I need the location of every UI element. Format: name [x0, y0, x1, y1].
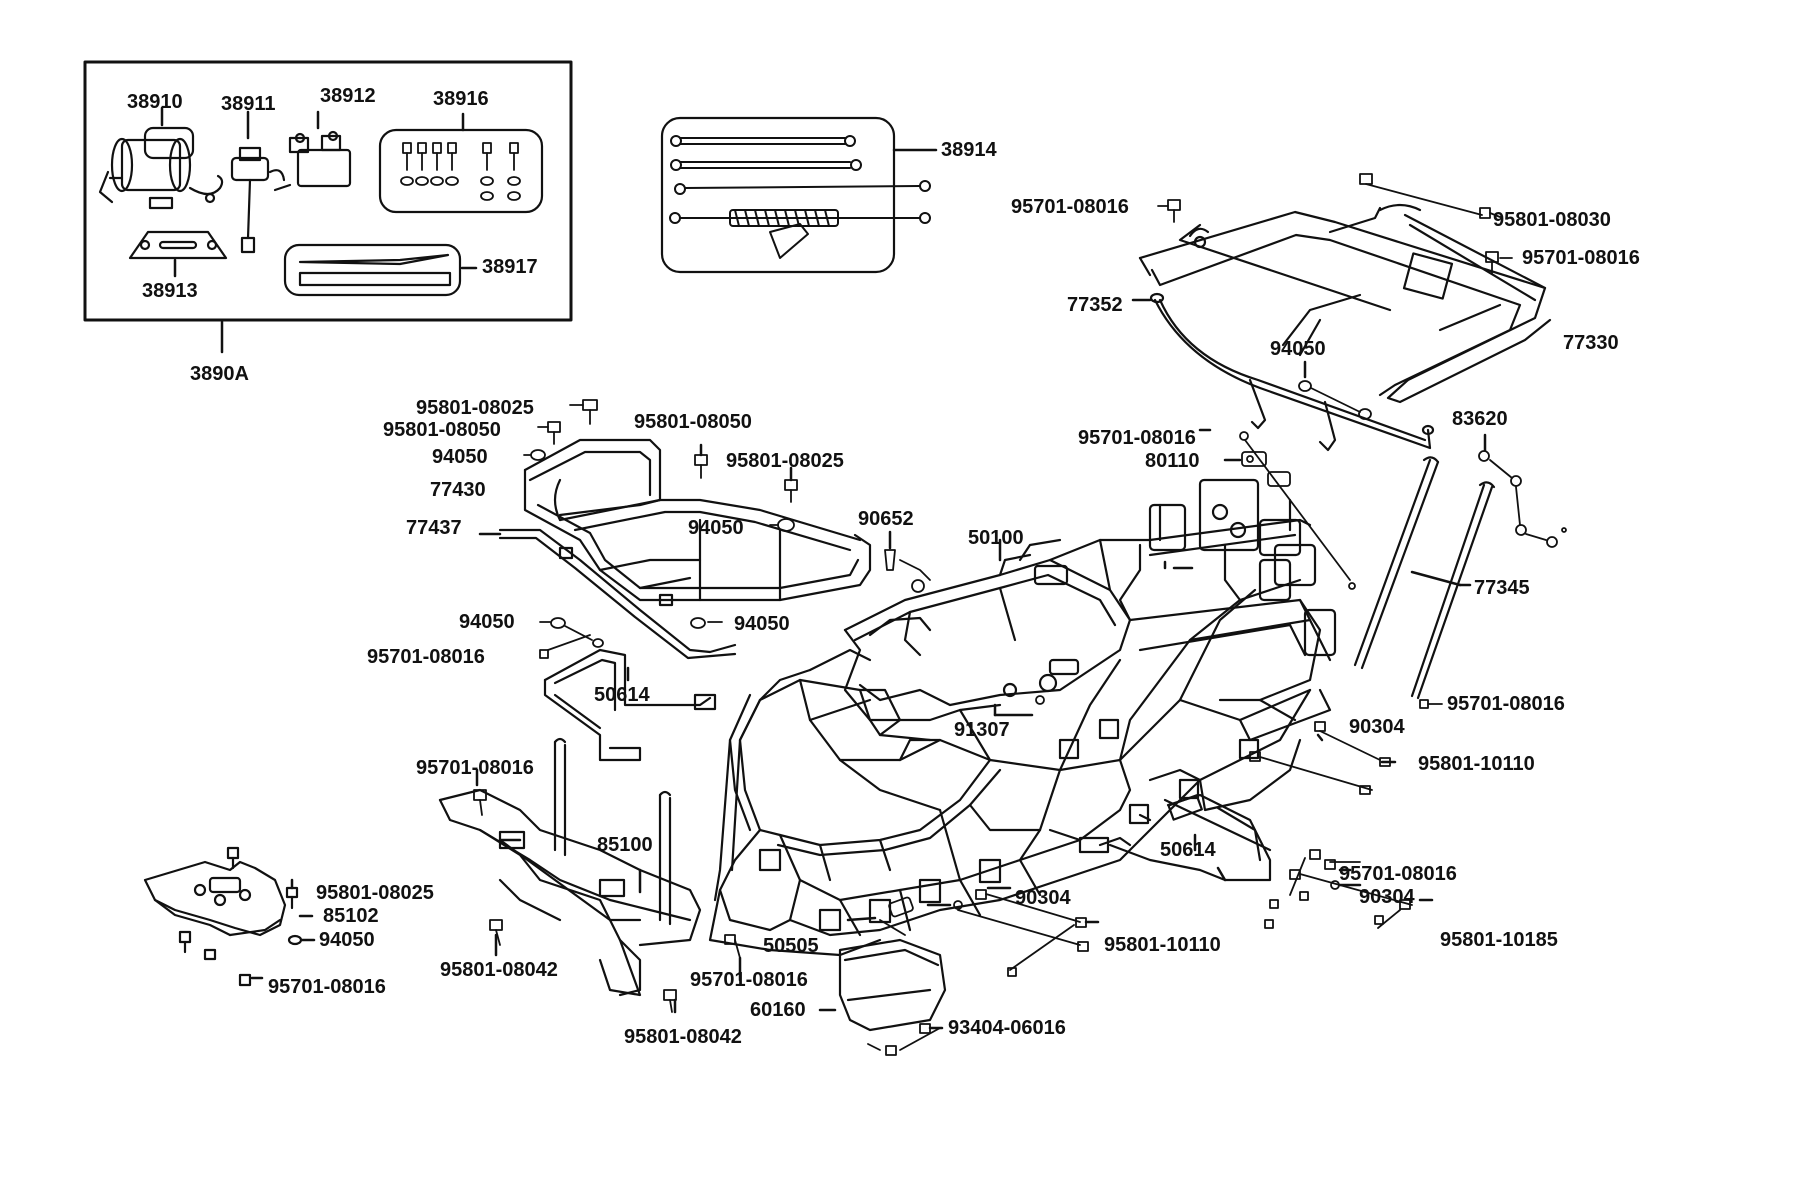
bolt-94050-front-pair — [539, 617, 723, 659]
part-label-95801-08025: 95801-08025 — [316, 882, 434, 904]
part-label-95701-08016: 95701-08016 — [268, 976, 386, 998]
plug-90652 — [884, 530, 931, 593]
part-label-38912: 38912 — [320, 85, 376, 107]
part-label-94050: 94050 — [459, 611, 515, 633]
front-rack-bolts — [523, 399, 798, 532]
rear-bolts — [1249, 721, 1434, 929]
winch-switch-drawing — [230, 110, 286, 254]
part-label-94050: 94050 — [1270, 338, 1326, 360]
part-label-80110: 80110 — [1145, 450, 1200, 472]
part-label-93404-06016: 93404-06016 — [948, 1017, 1066, 1039]
bolts-93404 — [867, 1023, 944, 1056]
part-label-95701-08016: 95701-08016 — [367, 646, 485, 668]
part-label-38917: 38917 — [482, 256, 538, 278]
kit-label-3890A: 3890A — [190, 363, 249, 385]
part-label-95801-10185: 95801-10185 — [1440, 929, 1558, 951]
label-leaders — [993, 428, 1212, 717]
part-label-95801-08050: 95801-08050 — [383, 419, 501, 441]
part-label-95701-08016: 95701-08016 — [1078, 427, 1196, 449]
front-bumper-85100 — [438, 737, 702, 997]
hardware-kit-drawing — [378, 112, 544, 214]
part-label-91307: 91307 — [954, 719, 1010, 741]
footrest-50614-front — [543, 648, 717, 762]
mud-guard-60160 — [818, 938, 947, 1032]
part-label-50100: 50100 — [968, 527, 1024, 549]
part-label-77430: 77430 — [430, 479, 486, 501]
front-rack-drawing — [523, 438, 872, 607]
grab-bars-77345 — [1353, 456, 1496, 700]
part-label-95701-08016: 95701-08016 — [1011, 196, 1129, 218]
part-label-77330: 77330 — [1563, 332, 1619, 354]
part-label-95801-10110: 95801-10110 — [1418, 753, 1535, 775]
main-frame-drawing — [708, 478, 1337, 957]
rear-rack-bolts — [1157, 173, 1513, 275]
rear-bar-77352 — [1131, 292, 1435, 452]
accessory-kit-box — [83, 60, 573, 354]
part-label-90304: 90304 — [1359, 886, 1415, 908]
part-label-50614: 50614 — [594, 684, 650, 706]
rear-rack-drawing — [1138, 203, 1552, 404]
part-label-85100: 85100 — [597, 834, 653, 856]
part-label-95801-08030: 95801-08030 — [1493, 209, 1611, 231]
part-label-95801-10110: 95801-10110 — [1104, 934, 1221, 956]
footrest-50614-rear — [1078, 793, 1272, 882]
bumper-bolts — [473, 768, 742, 1014]
part-label-90304: 90304 — [1349, 716, 1405, 738]
solenoid-drawing — [273, 110, 352, 192]
part-label-77437: 77437 — [406, 517, 462, 539]
part-label-95801-08042: 95801-08042 — [624, 1026, 742, 1048]
bolt-95701-rear-lower — [1419, 699, 1443, 709]
part-label-95801-08025: 95801-08025 — [416, 397, 534, 419]
part-label-94050: 94050 — [688, 517, 744, 539]
part-label-38916: 38916 — [433, 88, 489, 110]
part-label-50505: 50505 — [763, 935, 819, 957]
part-label-50614: 50614 — [1160, 839, 1216, 861]
front-brace-77437 — [478, 528, 737, 660]
winch-mount-85102 — [143, 846, 316, 987]
part-label-38911: 38911 — [221, 93, 276, 115]
part-label-94050: 94050 — [734, 613, 790, 635]
part-label-60160: 60160 — [750, 999, 806, 1021]
bracket-80110 — [1223, 431, 1356, 590]
part-label-95701-08016: 95701-08016 — [690, 969, 808, 991]
part-label-95701-08016: 95701-08016 — [1447, 693, 1565, 715]
winch-drawing — [98, 106, 224, 210]
part-label-95801-08042: 95801-08042 — [440, 959, 558, 981]
part-label-94050: 94050 — [432, 446, 488, 468]
part-label-83620: 83620 — [1452, 408, 1508, 430]
front-bolts-lower — [926, 886, 1100, 977]
cable-kit-box — [660, 116, 938, 274]
part-label-90652: 90652 — [858, 508, 914, 530]
bolt-94050-rear — [1298, 360, 1372, 420]
bracket-50505 — [846, 896, 914, 936]
bolt-chain-83620 — [1478, 433, 1567, 548]
part-label-95801-08050: 95801-08050 — [634, 411, 752, 433]
part-label-90304: 90304 — [1015, 887, 1071, 909]
part-label-38914: 38914 — [941, 139, 997, 161]
part-label-38910: 38910 — [127, 91, 183, 113]
part-label-38913: 38913 — [142, 280, 198, 302]
part-label-77345: 77345 — [1474, 577, 1530, 599]
part-label-85102: 85102 — [323, 905, 379, 927]
part-label-95701-08016: 95701-08016 — [1522, 247, 1640, 269]
part-label-94050: 94050 — [319, 929, 375, 951]
part-label-95701-08016: 95701-08016 — [416, 757, 534, 779]
part-label-95701-08016: 95701-08016 — [1339, 863, 1457, 885]
part-label-95801-08025: 95801-08025 — [726, 450, 844, 472]
part-label-77352: 77352 — [1067, 294, 1123, 316]
fairlead-plate-drawing — [128, 230, 228, 278]
winch-strap-drawing — [283, 243, 478, 297]
